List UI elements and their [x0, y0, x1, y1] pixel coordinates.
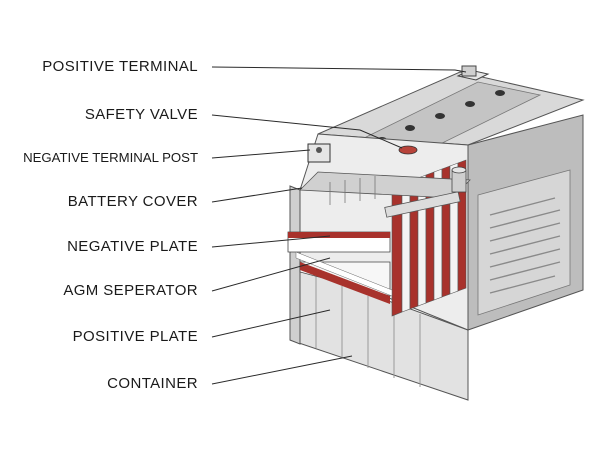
label-negative-terminal-post: NEGATIVE TERMINAL POST [23, 150, 198, 165]
leader-positive-terminal [211, 66, 467, 73]
leader-lines [211, 66, 467, 385]
leader-negative-plate [211, 235, 331, 248]
separator-red-band [300, 262, 390, 304]
leader-negative-terminal-post [211, 149, 311, 159]
label-container: CONTAINER [107, 375, 198, 392]
battery-cover-graphic [299, 171, 471, 199]
cover-grid [329, 176, 376, 205]
label-positive-terminal: POSITIVE TERMINAL [42, 58, 198, 75]
label-agm-separator: AGM SEPERATOR [63, 282, 198, 299]
agm-separator-graphic [288, 232, 390, 238]
side-label-text-lines [489, 197, 561, 294]
container-left-face [289, 185, 301, 345]
label-safety-valve: SAFETY VALVE [84, 106, 198, 123]
cross-strap [384, 191, 461, 218]
container-ribs [315, 276, 421, 387]
separator-white-band [295, 251, 393, 297]
label-battery-cover: BATTERY COVER [67, 193, 198, 210]
safety-valve-graphic [398, 145, 418, 155]
leader-container [211, 355, 353, 385]
leader-positive-plate [211, 309, 331, 338]
leader-safety-valve [211, 114, 403, 149]
leader-battery-cover [211, 187, 303, 203]
negative-terminal-post-graphic [307, 143, 331, 163]
label-negative-plate: NEGATIVE PLATE [67, 238, 198, 255]
label-positive-plate: POSITIVE PLATE [72, 328, 198, 345]
internal-terminal-cylinder [451, 166, 467, 193]
leader-agm-separator [211, 257, 331, 292]
